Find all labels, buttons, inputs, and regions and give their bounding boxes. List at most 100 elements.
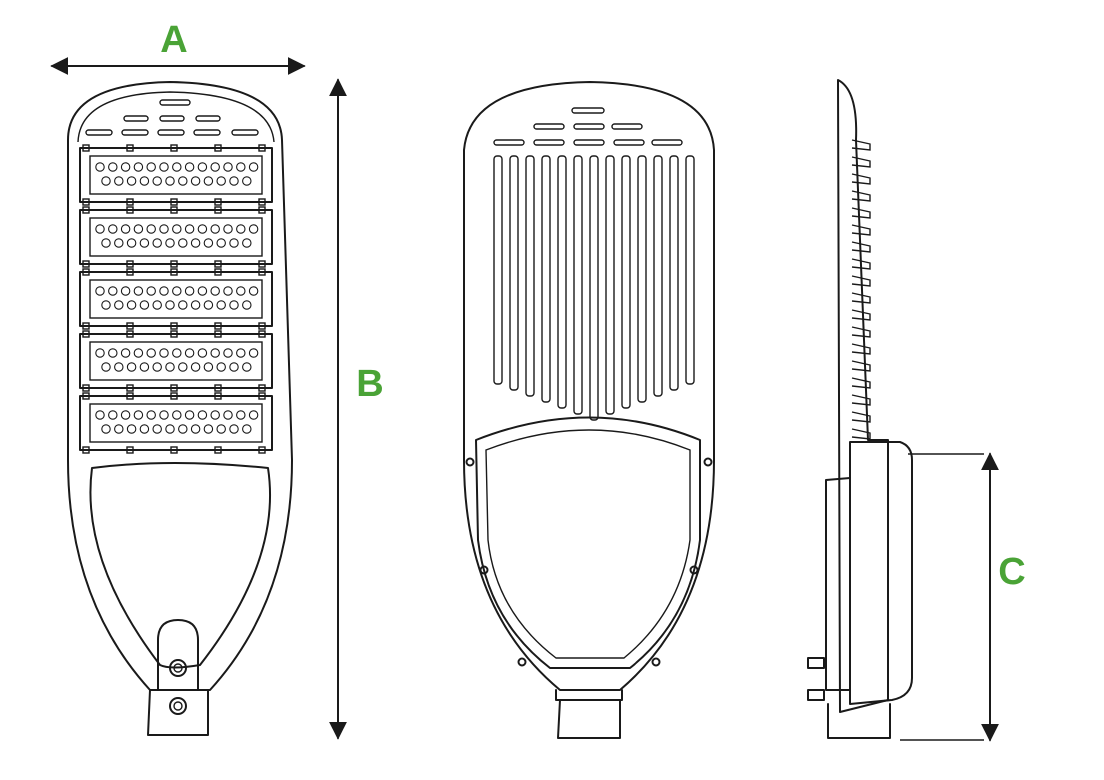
led-dot (223, 162, 233, 172)
led-dot (184, 410, 195, 420)
bolt-icon (173, 663, 183, 673)
led-dot (152, 300, 162, 310)
module-clip (170, 322, 178, 330)
module-clip (258, 260, 266, 268)
led-dot (114, 300, 124, 310)
vent-slot (157, 129, 185, 136)
led-dot (216, 300, 226, 310)
label-a: A (160, 19, 187, 61)
led-dot (114, 176, 124, 186)
rib (851, 394, 871, 406)
led-dot (178, 300, 188, 310)
module-clip (126, 198, 134, 206)
module-clip (170, 392, 178, 400)
led-dot (248, 410, 259, 420)
led-dot (159, 348, 169, 358)
rib (851, 411, 871, 423)
led-dot (197, 162, 208, 172)
module-clip (82, 330, 90, 338)
led-dot (114, 424, 124, 434)
led-dot (101, 362, 111, 372)
module-clip (214, 446, 222, 454)
led-module-inner (89, 217, 263, 257)
led-dot (229, 238, 239, 248)
led-dot (203, 424, 214, 434)
module-clip (126, 144, 134, 152)
rib (851, 275, 871, 287)
led-dot (108, 348, 118, 358)
led-dot (229, 424, 239, 434)
led-dot (190, 300, 201, 310)
vent-slot (611, 123, 643, 130)
rib (851, 428, 871, 440)
vent-slot (159, 115, 185, 122)
led-dot (139, 424, 150, 434)
bolt-icon (169, 697, 187, 715)
vent-slot (533, 123, 565, 130)
vent-slot (85, 129, 113, 136)
led-module-inner (89, 403, 263, 443)
module-clip (126, 268, 134, 276)
rib (851, 292, 871, 304)
led-dot (152, 362, 162, 372)
led-dot (184, 224, 195, 234)
module-clip (126, 322, 134, 330)
fin (509, 155, 519, 391)
led-dot (108, 410, 118, 420)
front-vent-slots (85, 99, 259, 136)
led-module-inner (89, 341, 263, 381)
rib (851, 190, 871, 202)
led-dot (210, 162, 220, 172)
module-clip (258, 206, 266, 214)
module-clip (214, 322, 222, 330)
vent-slot (123, 115, 149, 122)
led-module-frame (79, 333, 273, 389)
led-dot (248, 348, 259, 358)
led-dot (178, 238, 188, 248)
led-dot (95, 410, 105, 420)
led-dot (146, 286, 156, 296)
led-dot (159, 162, 169, 172)
side-driver-box (849, 441, 913, 705)
led-dot (139, 300, 150, 310)
led-dot (203, 300, 214, 310)
led-dot (133, 224, 144, 234)
module-clip (214, 144, 222, 152)
fin (589, 155, 599, 421)
rib (851, 224, 871, 236)
led-dot (95, 224, 105, 234)
label-b: B (356, 363, 383, 405)
module-clip (214, 198, 222, 206)
module-clip (170, 330, 178, 338)
back-driver-cover (475, 416, 701, 669)
rib (851, 207, 871, 219)
module-clip (170, 260, 178, 268)
bolt-icon (173, 701, 183, 711)
vent-slot (571, 107, 605, 114)
module-clip (258, 392, 266, 400)
led-dot (178, 176, 188, 186)
front-mount-pipe (147, 689, 209, 736)
led-dot (223, 286, 233, 296)
led-dot (197, 286, 208, 296)
led-dot (165, 424, 175, 434)
led-dot (108, 286, 118, 296)
led-dot (133, 162, 144, 172)
screw-icon (517, 657, 527, 667)
led-dot (203, 176, 214, 186)
module-clip (126, 446, 134, 454)
led-dot (172, 286, 182, 296)
led-dot (210, 348, 220, 358)
led-dot (190, 362, 201, 372)
led-dot (120, 224, 131, 234)
fin (637, 155, 647, 403)
led-dot (236, 162, 246, 172)
rib (851, 377, 871, 389)
led-dot (108, 162, 118, 172)
module-clip (126, 260, 134, 268)
led-dot (229, 300, 239, 310)
module-clip (82, 206, 90, 214)
led-dot (101, 424, 111, 434)
back-mount-pipe (557, 699, 621, 739)
screw-icon (479, 565, 489, 575)
